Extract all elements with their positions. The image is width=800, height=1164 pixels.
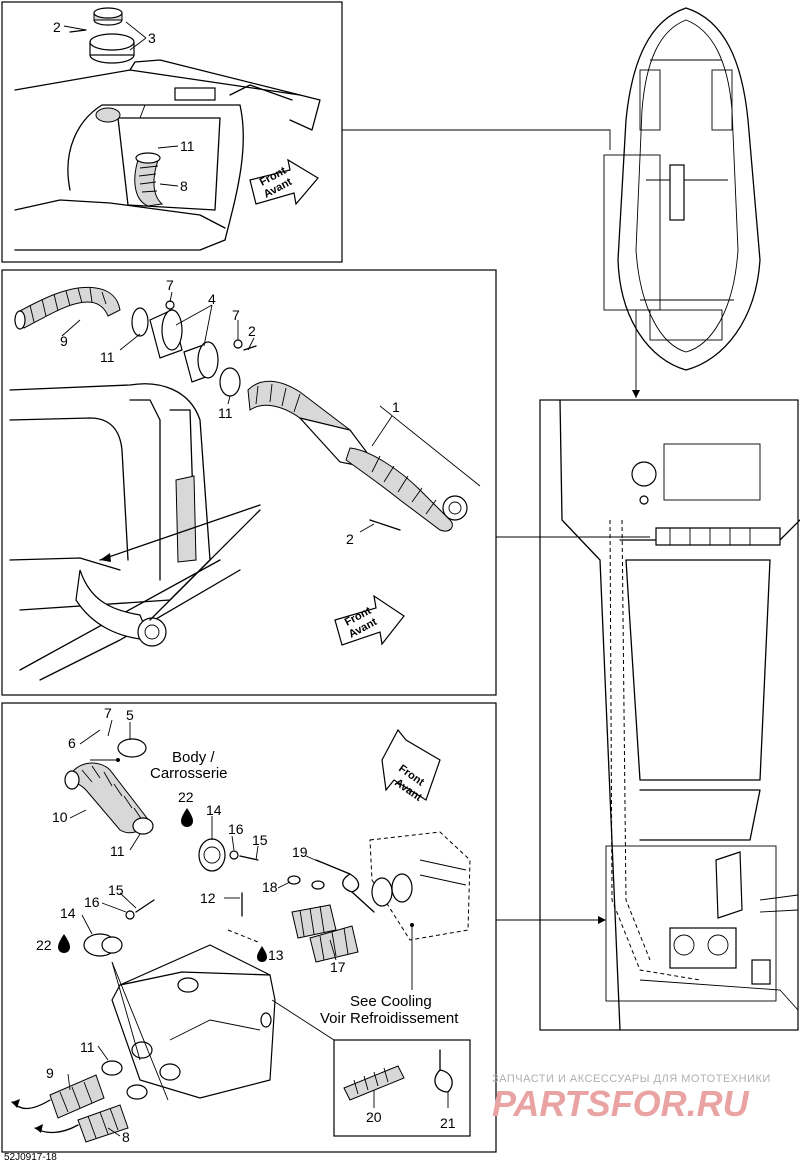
callout-7: 7 bbox=[166, 277, 174, 293]
connector-lines bbox=[342, 129, 661, 924]
body-label-line1: Body / bbox=[172, 749, 215, 766]
callout-9: 9 bbox=[60, 333, 68, 349]
body-label-line2: Carrosserie bbox=[150, 765, 228, 782]
top-panel-frame bbox=[1, 1, 343, 263]
bottom-callouts: 7 5 6 10 11 22 14 16 15 19 18 12 15 16 1… bbox=[36, 705, 456, 1145]
callout-10: 10 bbox=[52, 809, 68, 825]
callout-8: 8 bbox=[122, 1129, 130, 1145]
callout-20: 20 bbox=[366, 1109, 382, 1125]
drop-icon bbox=[181, 808, 193, 827]
callout-11: 11 bbox=[180, 138, 195, 154]
top-panel-drawing bbox=[14, 7, 321, 251]
callout-2: 2 bbox=[53, 19, 61, 35]
callout-leaders bbox=[61, 21, 449, 1137]
drop-icon bbox=[58, 934, 70, 953]
top-callouts: 2 3 11 8 bbox=[53, 19, 195, 194]
callout-22: 22 bbox=[36, 937, 52, 953]
callout-14: 14 bbox=[206, 802, 222, 818]
callout-19: 19 bbox=[292, 844, 308, 860]
detail-view-drawing bbox=[559, 399, 800, 1031]
callout-16: 16 bbox=[84, 894, 100, 910]
cooling-label-line2: Voir Refroidissement bbox=[320, 1010, 459, 1027]
middle-callouts: 7 4 9 11 7 2 11 1 2 bbox=[60, 277, 400, 547]
callout-1: 1 bbox=[392, 399, 400, 415]
callout-13: 13 bbox=[268, 947, 284, 963]
callout-11: 11 bbox=[110, 843, 125, 859]
callout-11: 11 bbox=[218, 405, 233, 421]
callout-2: 2 bbox=[346, 531, 354, 547]
cooling-label: See Cooling Voir Refroidissement bbox=[320, 993, 459, 1027]
callout-15: 15 bbox=[252, 832, 268, 848]
watermark-brand: PARTSFOR.RU bbox=[492, 1083, 750, 1124]
middle-panel-drawing bbox=[9, 286, 481, 681]
callout-14: 14 bbox=[60, 905, 76, 921]
diagram-code: 52J0917-18 bbox=[4, 1152, 57, 1163]
bottom-panel-drawing bbox=[11, 738, 471, 1143]
callout-4: 4 bbox=[208, 291, 216, 307]
callout-5: 5 bbox=[126, 707, 134, 723]
callout-7: 7 bbox=[104, 705, 112, 721]
callout-17: 17 bbox=[330, 959, 346, 975]
callout-12: 12 bbox=[200, 890, 216, 906]
callout-11: 11 bbox=[80, 1039, 95, 1055]
middle-panel-frame bbox=[1, 269, 497, 696]
body-label: Body / Carrosserie bbox=[150, 749, 228, 782]
callout-11: 11 bbox=[100, 349, 115, 365]
callout-8: 8 bbox=[180, 178, 188, 194]
cooling-label-line1: See Cooling bbox=[350, 993, 432, 1010]
detail-panel-frame bbox=[539, 399, 799, 1031]
callout-15: 15 bbox=[108, 882, 124, 898]
craft-overview-drawing bbox=[617, 7, 761, 371]
drop-icon bbox=[257, 946, 267, 962]
callout-7: 7 bbox=[232, 307, 240, 323]
callout-3: 3 bbox=[148, 30, 156, 46]
callout-16: 16 bbox=[228, 821, 244, 837]
callout-6: 6 bbox=[68, 735, 76, 751]
callout-18: 18 bbox=[262, 879, 278, 895]
front-arrow-icon: Front Avant bbox=[334, 594, 405, 646]
watermark-tagline: ЗАПЧАСТИ И АКСЕССУАРЫ ДЛЯ МОТОТЕХНИКИ bbox=[492, 1073, 771, 1085]
callout-2: 2 bbox=[248, 323, 256, 339]
callout-9: 9 bbox=[46, 1065, 54, 1081]
callout-21: 21 bbox=[440, 1115, 456, 1131]
callout-22: 22 bbox=[178, 789, 194, 805]
